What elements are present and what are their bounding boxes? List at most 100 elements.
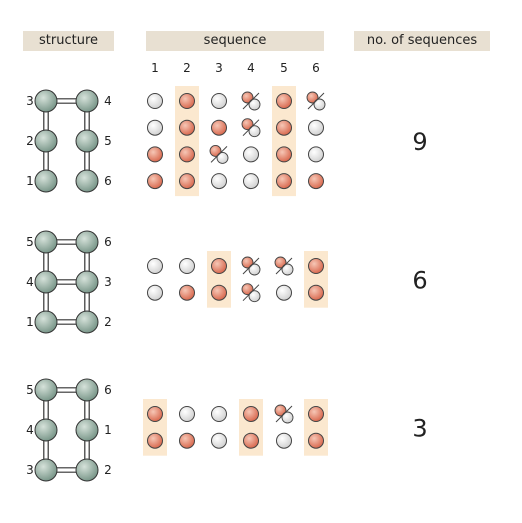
- grey-half-ball: [248, 125, 261, 138]
- structure-node: [34, 378, 58, 402]
- red-residue-ball: [179, 432, 195, 449]
- sequence-header: sequence: [146, 31, 324, 51]
- sequence-row: [147, 173, 324, 190]
- sequence-count: 9: [412, 128, 427, 156]
- sequence-count: 6: [412, 266, 427, 294]
- slash: [242, 92, 260, 110]
- node-label: 6: [104, 174, 112, 188]
- grey-residue-ball: [276, 432, 292, 449]
- structure-node: [34, 89, 58, 113]
- red-residue-ball: [179, 93, 195, 109]
- grey-residue-ball: [179, 258, 195, 274]
- slash: [275, 257, 293, 275]
- grey-half-ball: [281, 411, 294, 424]
- structure-diagram: 3 4 2 5 1 6: [26, 89, 112, 193]
- red-residue-ball: [308, 406, 324, 422]
- node-label: 3: [104, 275, 112, 289]
- grey-residue-ball: [147, 258, 163, 274]
- grey-half-ball: [313, 98, 326, 111]
- grey-half-ball: [248, 290, 261, 303]
- structure-header: structure: [23, 31, 114, 51]
- node-label: 2: [104, 463, 112, 477]
- node-label: 5: [104, 134, 112, 148]
- red-residue-ball: [211, 119, 227, 136]
- structure-node: [75, 169, 99, 193]
- red-residue-ball: [276, 173, 292, 190]
- red-half-ball: [241, 283, 254, 296]
- mixed-residue: [241, 256, 261, 276]
- grey-residue-ball: [308, 146, 324, 163]
- slash: [210, 146, 228, 163]
- structure-node: [75, 89, 99, 113]
- sequence-row: [147, 144, 324, 164]
- mixed-residue: [209, 144, 229, 164]
- red-half-ball: [274, 256, 287, 269]
- grey-residue-ball: [179, 406, 195, 422]
- count-header: no. of sequences: [354, 31, 490, 51]
- node-label: 4: [26, 423, 34, 437]
- node-label: 1: [26, 174, 34, 188]
- red-residue-ball: [276, 93, 292, 109]
- grey-residue-ball: [276, 284, 292, 301]
- column-number: 1: [151, 61, 159, 75]
- structure-node: [34, 129, 58, 153]
- sequence-row: [147, 91, 326, 111]
- grey-half-ball: [216, 151, 229, 164]
- grey-half-ball: [281, 263, 294, 276]
- red-residue-ball: [147, 406, 163, 422]
- node-label: 4: [26, 275, 34, 289]
- red-half-ball: [274, 404, 287, 417]
- grey-residue-ball: [147, 284, 163, 301]
- column-number: 3: [215, 61, 223, 75]
- grey-residue-ball: [211, 406, 227, 422]
- slash: [242, 284, 260, 302]
- column-number: 5: [280, 61, 288, 75]
- slash: [242, 257, 260, 275]
- node-label: 3: [26, 94, 34, 108]
- grey-half-ball: [248, 98, 261, 111]
- red-residue-ball: [308, 284, 324, 301]
- red-residue-ball: [147, 146, 163, 163]
- node-label: 4: [104, 94, 112, 108]
- structure-node: [75, 230, 99, 254]
- slash: [307, 92, 325, 110]
- mixed-residue: [241, 118, 261, 138]
- red-half-ball: [306, 91, 319, 104]
- grey-residue-ball: [211, 173, 227, 190]
- red-residue-ball: [211, 284, 227, 301]
- structure-node: [34, 270, 58, 294]
- red-residue-ball: [211, 258, 227, 274]
- slash: [275, 405, 293, 423]
- mixed-residue: [274, 256, 294, 276]
- group-1: 3 4 2 5 1 6 9: [26, 86, 428, 197]
- structure-node: [34, 310, 58, 334]
- red-residue-ball: [147, 173, 163, 190]
- red-half-ball: [241, 91, 254, 104]
- slash: [242, 119, 260, 137]
- red-half-ball: [241, 256, 254, 269]
- mixed-residue: [241, 283, 261, 303]
- red-half-ball: [241, 118, 254, 131]
- red-residue-ball: [308, 432, 324, 449]
- grey-residue-ball: [243, 146, 259, 163]
- column-number: 2: [183, 61, 191, 75]
- sequence-row: [147, 432, 324, 449]
- structure-node: [75, 310, 99, 334]
- red-residue-ball: [276, 119, 292, 136]
- grey-half-ball: [248, 263, 261, 276]
- structure-node: [34, 418, 58, 442]
- mixed-residue: [241, 91, 261, 111]
- red-residue-ball: [179, 119, 195, 136]
- red-residue-ball: [276, 146, 292, 163]
- mixed-residue: [274, 404, 294, 424]
- grey-residue-ball: [243, 173, 259, 190]
- mixed-residue: [306, 91, 326, 111]
- structure-node: [75, 378, 99, 402]
- node-label: 2: [26, 134, 34, 148]
